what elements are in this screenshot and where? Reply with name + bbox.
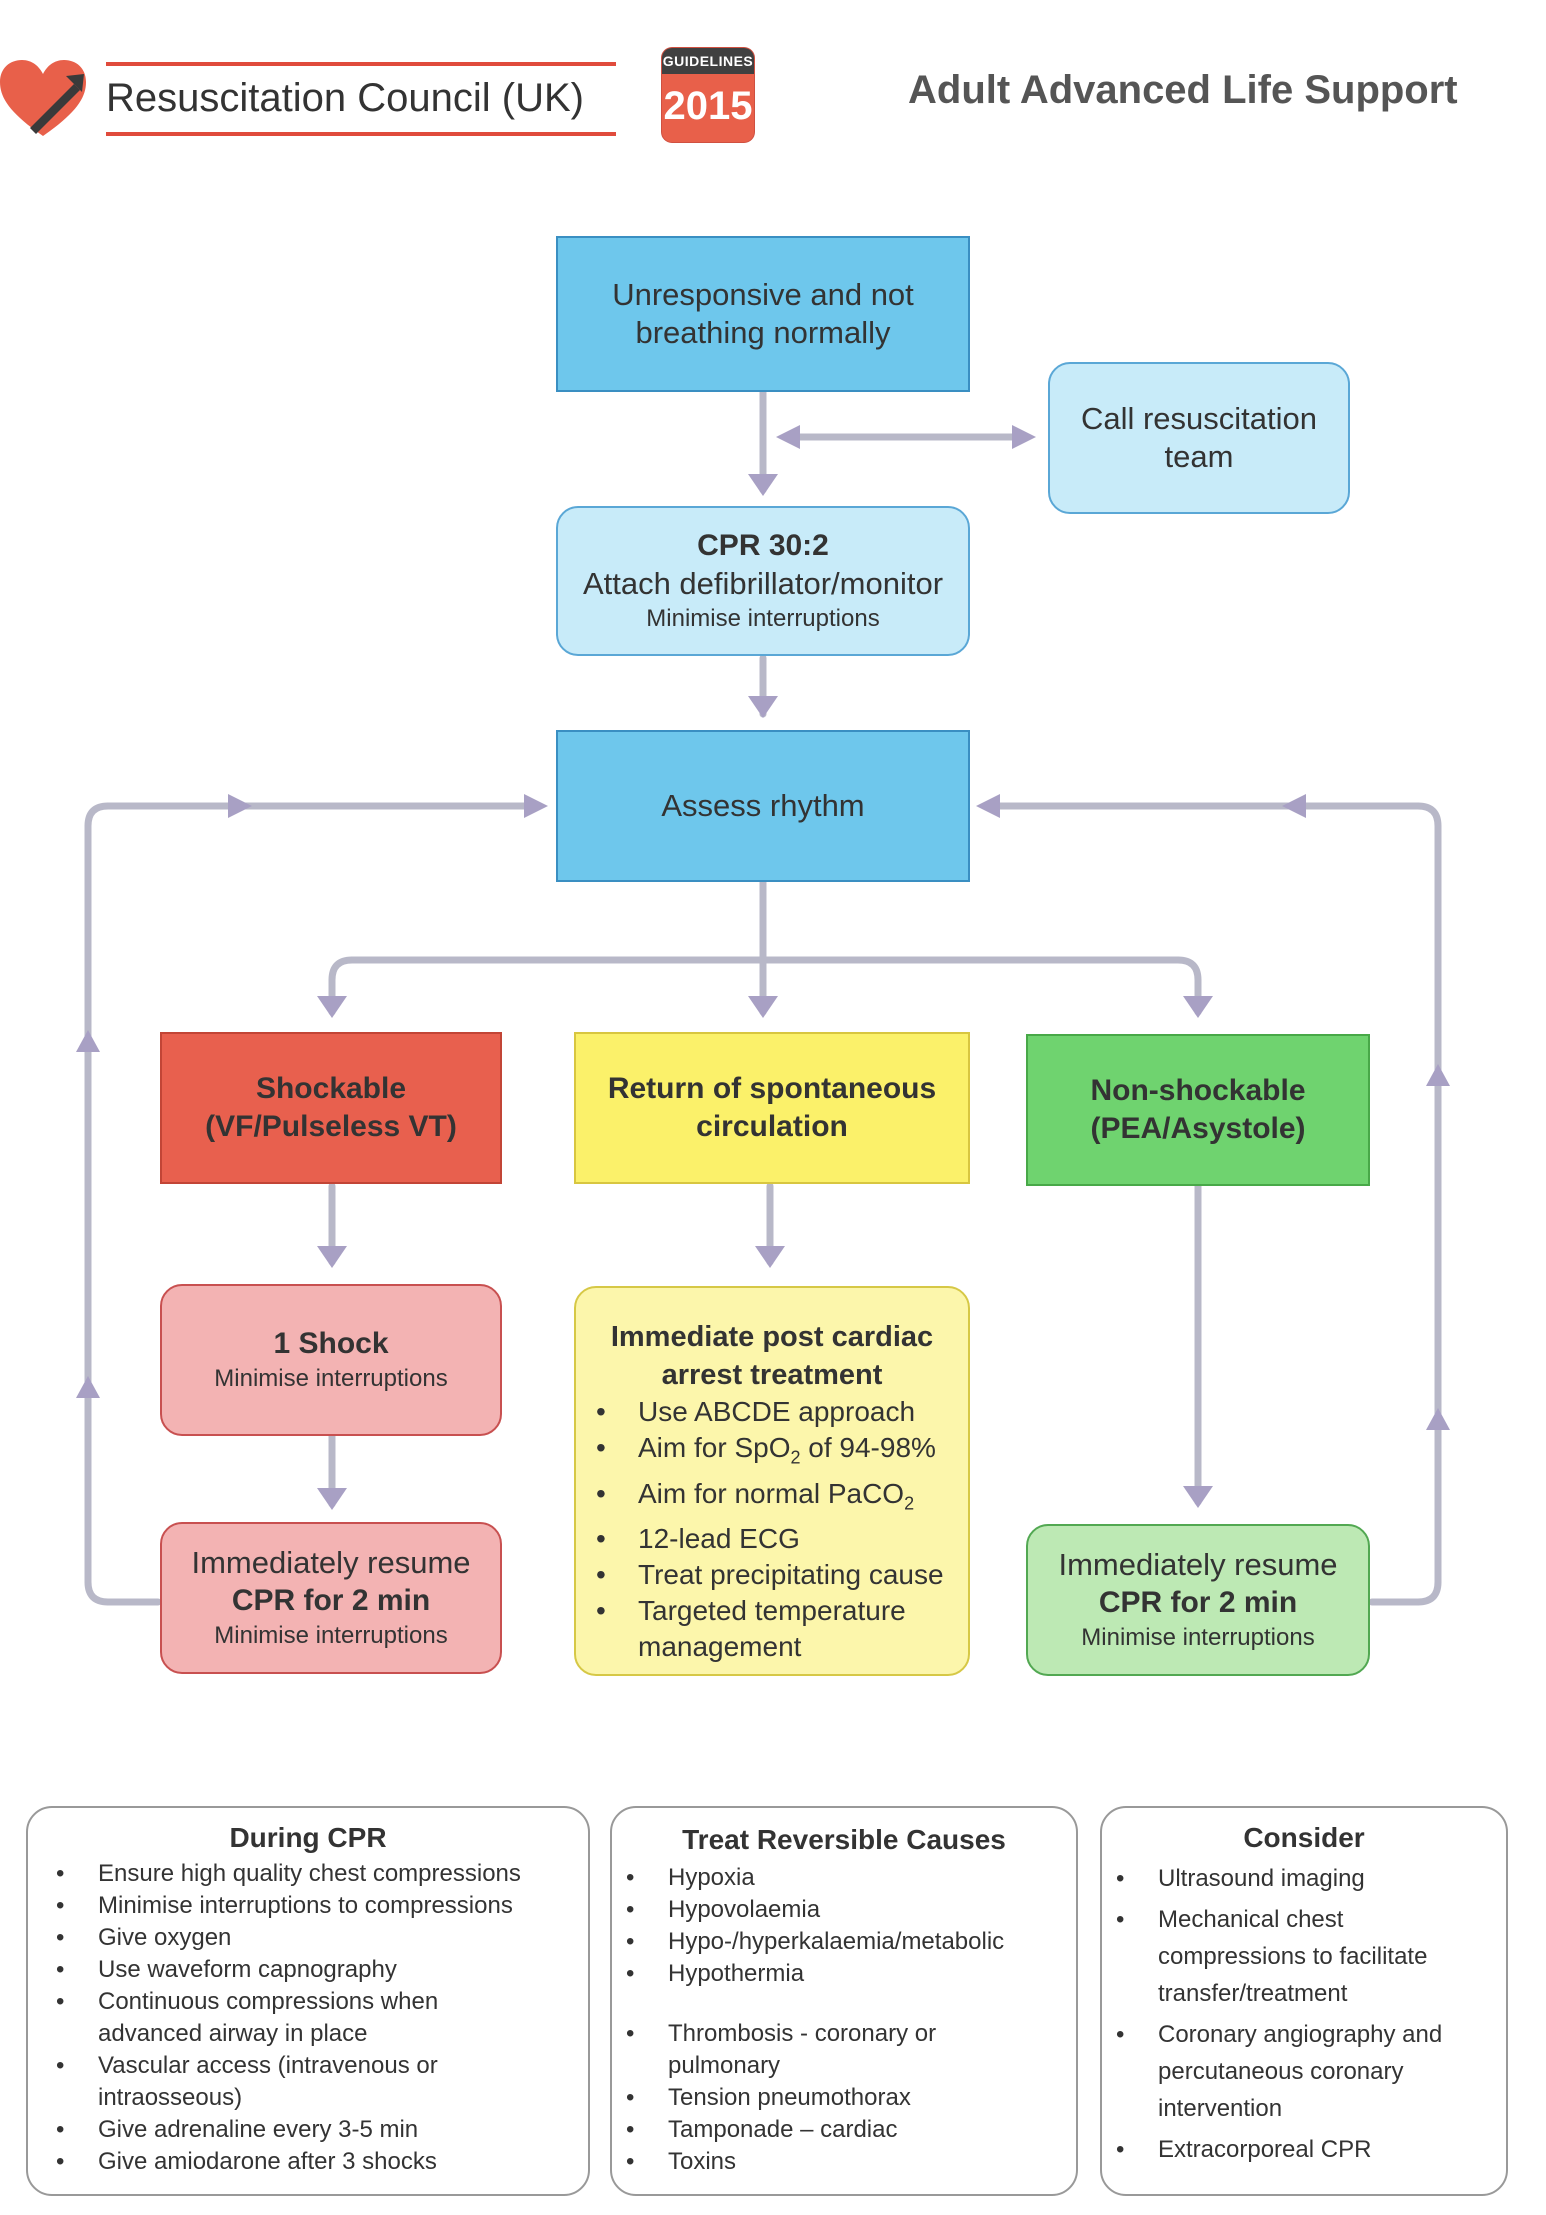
page-title: Adult Advanced Life Support bbox=[908, 68, 1458, 112]
list-item: Toxins bbox=[612, 2146, 1068, 2178]
resume-cpr-right-box: Immediately resume CPR for 2 min Minimis… bbox=[1026, 1524, 1370, 1676]
cpr-title: CPR 30:2 bbox=[697, 529, 829, 562]
resume-left-line2: CPR for 2 min bbox=[231, 1584, 431, 1617]
shock-box: 1 Shock Minimise interruptions bbox=[160, 1284, 502, 1436]
list-item: Give amiodarone after 3 shocks bbox=[42, 2146, 578, 2178]
rosc-line1: Return of spontaneous bbox=[607, 1072, 937, 1105]
resume-right-line2: CPR for 2 min bbox=[1098, 1586, 1298, 1619]
loop-left bbox=[84, 802, 538, 1606]
badge-label: GUIDELINES bbox=[662, 48, 754, 74]
post-arrest-title1: Immediate post cardiac bbox=[610, 1321, 934, 1353]
post-arrest-item: Treat precipitating cause bbox=[596, 1557, 968, 1593]
during-cpr-title: During CPR bbox=[229, 1822, 387, 1853]
resume-left-line3: Minimise interruptions bbox=[214, 1622, 448, 1649]
list-item: Ensure high quality chest compressions bbox=[42, 1858, 578, 1890]
shockable-box: Shockable (VF/Pulseless VT) bbox=[160, 1032, 502, 1184]
list-item: Use waveform capnography bbox=[42, 1954, 578, 1986]
nonshockable-line2: (PEA/Asystole) bbox=[1090, 1112, 1306, 1145]
post-arrest-item: 12-lead ECG bbox=[596, 1521, 968, 1557]
badge-year: 2015 bbox=[663, 84, 753, 128]
shock-title: 1 Shock bbox=[273, 1327, 389, 1360]
rosc-box: Return of spontaneous circulation bbox=[574, 1032, 970, 1184]
list-item: Coronary angiography and percutaneous co… bbox=[1102, 2016, 1496, 2127]
list-item: Tension pneumothorax bbox=[612, 2082, 1068, 2114]
assess-label: Assess rhythm bbox=[661, 788, 865, 823]
shock-line2: Minimise interruptions bbox=[214, 1365, 448, 1392]
post-arrest-item: Aim for SpO2 of 94-98% bbox=[596, 1430, 968, 1476]
resume-right-line3: Minimise interruptions bbox=[1081, 1624, 1315, 1651]
unresponsive-line1: Unresponsive and not bbox=[612, 277, 914, 312]
post-arrest-title2: arrest treatment bbox=[661, 1359, 883, 1391]
header-rule bbox=[106, 62, 616, 142]
post-arrest-box: Immediate post cardiac arrest treatment … bbox=[574, 1286, 970, 1676]
cpr-line2: Attach defibrillator/monitor bbox=[582, 566, 944, 601]
heart-arrow-logo bbox=[0, 60, 86, 136]
nonshockable-line1: Non-shockable bbox=[1090, 1074, 1306, 1107]
reversible-title: Treat Reversible Causes bbox=[682, 1824, 1006, 1855]
list-item: Tamponade – cardiac bbox=[612, 2114, 1068, 2146]
list-item: Mechanical chest compressions to facilit… bbox=[1102, 1901, 1496, 2012]
call-team-line1: Call resuscitation bbox=[1080, 401, 1318, 436]
unresponsive-box: Unresponsive and not breathing normally bbox=[556, 236, 970, 392]
call-team-line2: team bbox=[1164, 439, 1234, 474]
organisation-name: Resuscitation Council (UK) bbox=[106, 76, 584, 120]
list-item: Hypo-/hyperkalaemia/metabolic bbox=[612, 1926, 1068, 1958]
post-arrest-item: Targeted temperature management bbox=[596, 1593, 968, 1665]
assess-rhythm-box: Assess rhythm bbox=[556, 730, 970, 882]
post-arrest-list: Use ABCDE approach Aim for SpO2 of 94-98… bbox=[576, 1394, 968, 1665]
post-arrest-item: Use ABCDE approach bbox=[596, 1394, 968, 1430]
list-item: Continuous compressions when advanced ai… bbox=[42, 1986, 578, 2050]
list-item: Hypoxia bbox=[612, 1862, 1068, 1894]
post-arrest-item: Aim for normal PaCO2 bbox=[596, 1476, 968, 1522]
call-team-box: Call resuscitation team bbox=[1048, 362, 1350, 514]
loop-right bbox=[986, 802, 1442, 1606]
list-item: Hypovolaemia bbox=[612, 1894, 1068, 1926]
resume-cpr-left-box: Immediately resume CPR for 2 min Minimis… bbox=[160, 1522, 502, 1674]
reversible-list: Hypoxia Hypovolaemia Hypo-/hyperkalaemia… bbox=[612, 1862, 1068, 2178]
shockable-line2: (VF/Pulseless VT) bbox=[205, 1110, 457, 1143]
guidelines-badge: GUIDELINES 2015 bbox=[662, 48, 754, 142]
list-item: Ultrasound imaging bbox=[1102, 1860, 1496, 1897]
resume-right-line1: Immediately resume bbox=[1058, 1547, 1338, 1582]
cpr-box: CPR 30:2 Attach defibrillator/monitor Mi… bbox=[556, 506, 970, 656]
consider-list: Ultrasound imaging Mechanical chest comp… bbox=[1102, 1860, 1496, 2168]
rosc-line2: circulation bbox=[696, 1110, 848, 1143]
list-item: Hypothermia bbox=[612, 1958, 1068, 1990]
consider-panel: Consider Ultrasound imaging Mechanical c… bbox=[1100, 1806, 1508, 2196]
nonshockable-box: Non-shockable (PEA/Asystole) bbox=[1026, 1034, 1370, 1186]
arrow-assess-split bbox=[328, 878, 1202, 1016]
during-cpr-panel: During CPR Ensure high quality chest com… bbox=[26, 1806, 590, 2196]
cpr-line3: Minimise interruptions bbox=[646, 605, 880, 632]
list-item: Give oxygen bbox=[42, 1922, 578, 1954]
list-item: Give adrenaline every 3-5 min bbox=[42, 2114, 578, 2146]
unresponsive-line2: breathing normally bbox=[635, 315, 891, 350]
list-item: Vascular access (intravenous or intraoss… bbox=[42, 2050, 578, 2114]
shockable-line1: Shockable bbox=[255, 1072, 407, 1105]
reversible-causes-panel: Treat Reversible Causes Hypoxia Hypovola… bbox=[610, 1806, 1078, 2196]
consider-title: Consider bbox=[1243, 1822, 1365, 1853]
list-item: Thrombosis - coronary or pulmonary bbox=[612, 2018, 1068, 2082]
during-cpr-list: Ensure high quality chest compressions M… bbox=[42, 1858, 578, 2178]
resume-left-line1: Immediately resume bbox=[191, 1545, 471, 1580]
list-item: Minimise interruptions to compressions bbox=[42, 1890, 578, 1922]
list-item: Extracorporeal CPR bbox=[1102, 2131, 1496, 2168]
